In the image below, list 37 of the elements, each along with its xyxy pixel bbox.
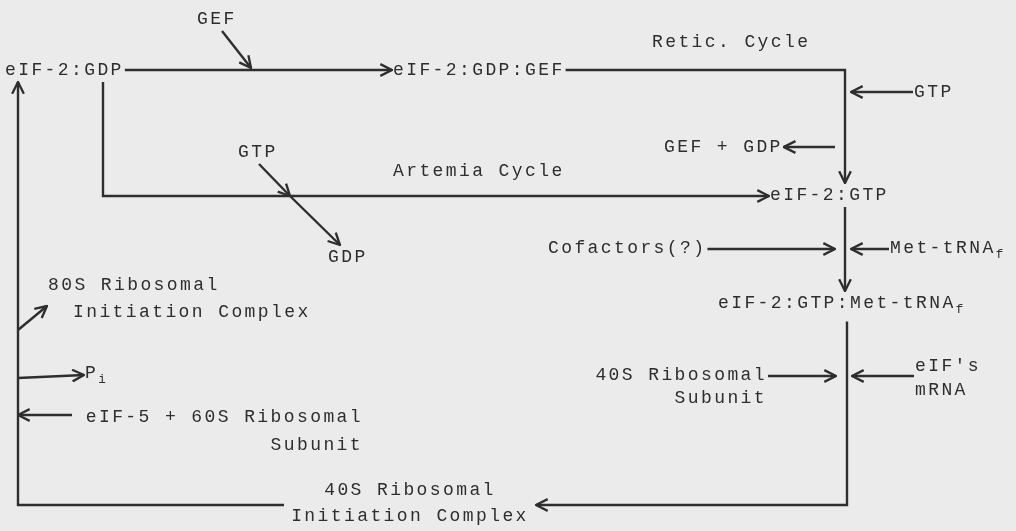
node-label: eIF's mRNA <box>915 354 1001 402</box>
node-label: GTP <box>914 81 954 103</box>
edge-label: Retic. Cycle <box>652 31 811 53</box>
arrow <box>849 242 889 256</box>
arrow <box>124 63 394 77</box>
node-label: eIF-2:GTP:Met-tRNA$_{f}$ <box>718 292 966 321</box>
node-label: GTP <box>238 141 278 163</box>
arrow <box>16 408 72 422</box>
arrow <box>768 369 838 383</box>
arrow <box>221 30 253 70</box>
node-label: Cofactors(?) <box>548 237 707 259</box>
arrow <box>11 80 284 507</box>
arrow <box>849 85 913 99</box>
arrow <box>782 140 835 154</box>
node-label: GDP <box>328 246 368 268</box>
node-label: GEF <box>197 8 237 30</box>
arrow <box>850 369 914 383</box>
node-label: eIF-5 + 60S Ribosomal Subunit <box>73 403 363 459</box>
node-label: eIF-2:GTP <box>770 184 889 206</box>
node-label: 40S Ribosomal Subunit <box>585 364 767 410</box>
arrow <box>838 207 852 293</box>
arrow <box>17 304 49 331</box>
arrow <box>534 321 849 512</box>
node-label: 80S Ribosomal Initiation Complex <box>48 272 320 326</box>
arrow <box>101 82 771 203</box>
node-label: eIF-2:GDP <box>5 59 124 81</box>
node-label: GEF + GDP <box>664 136 783 158</box>
node-label: 40S Ribosomal Initiation Complex <box>285 477 535 529</box>
arrow <box>17 368 86 383</box>
edge-label: Artemia Cycle <box>393 160 565 182</box>
node-label: eIF-2:GDP:GEF <box>393 59 565 81</box>
arrow <box>289 195 342 247</box>
node-label: Met-tRNA$_{f}$ <box>890 237 1006 266</box>
arrow <box>258 163 292 198</box>
arrow <box>565 68 852 185</box>
node-label: P$_{i}$ <box>85 362 109 391</box>
arrow <box>707 242 837 256</box>
